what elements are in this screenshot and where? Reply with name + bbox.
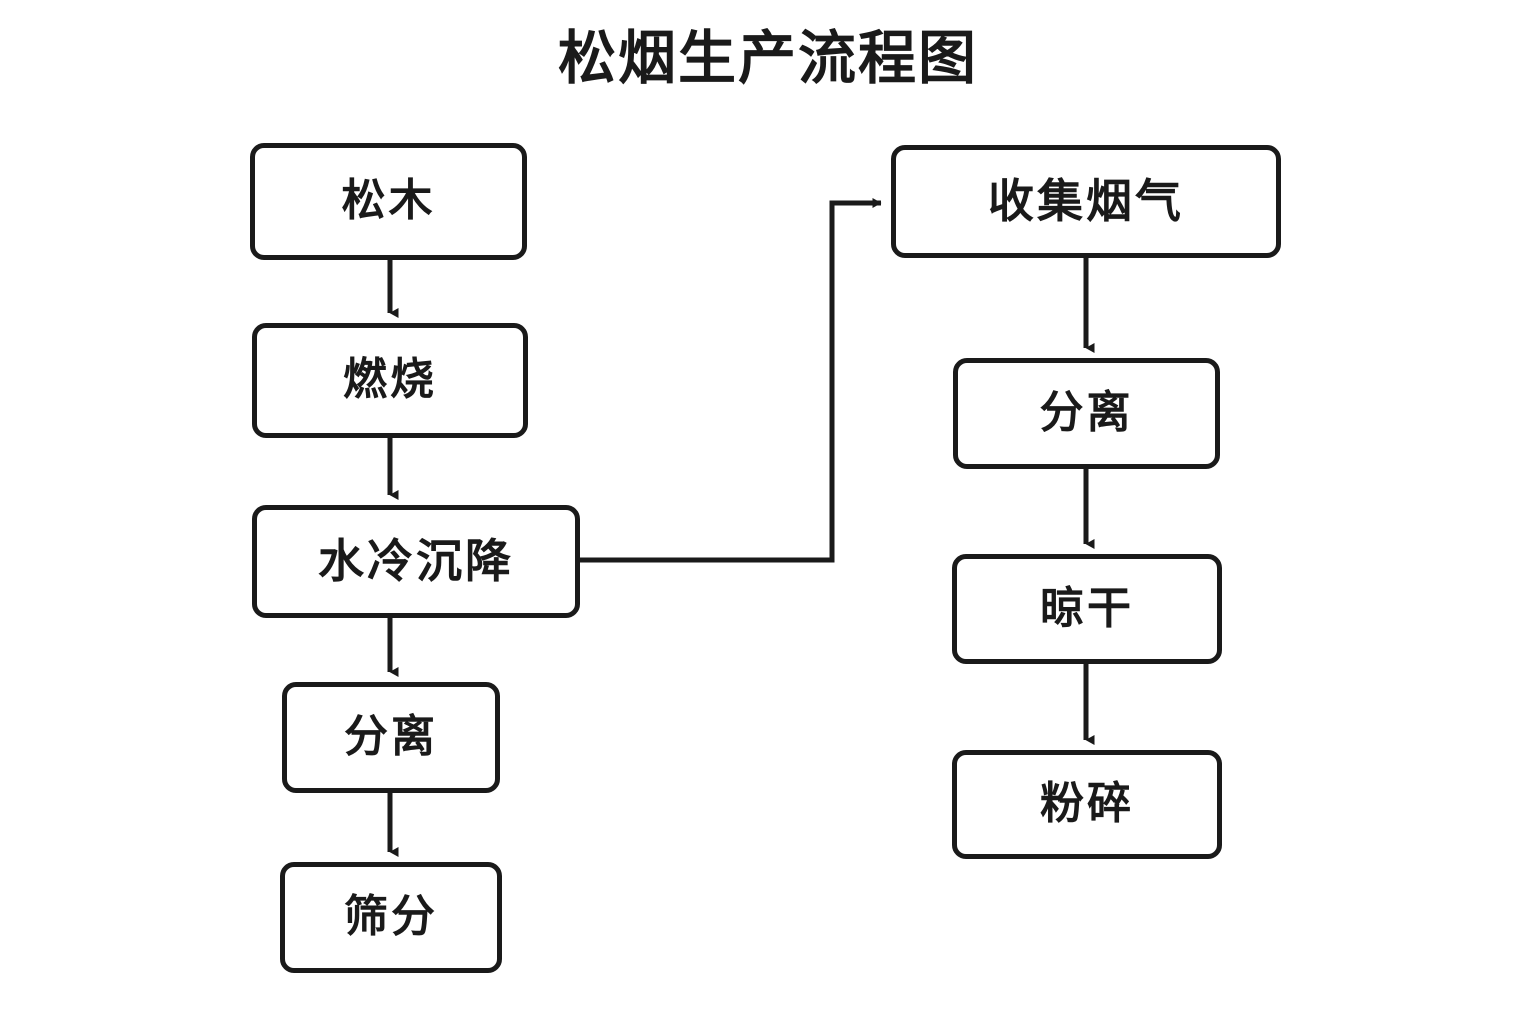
page-title: 松烟生产流程图	[557, 24, 978, 92]
node-label: 水冷沉降	[318, 534, 514, 589]
node-label: 粉碎	[1040, 778, 1134, 830]
node-label: 晾干	[1040, 582, 1134, 634]
edge-cooling-to-collect	[580, 198, 882, 563]
node-separation-right[interactable]: 分离	[953, 358, 1220, 469]
node-label: 分离	[344, 711, 438, 763]
node-collect-smoke[interactable]: 收集烟气	[891, 145, 1281, 258]
node-sieving[interactable]: 筛分	[280, 862, 502, 973]
node-label: 筛分	[344, 891, 438, 943]
node-label: 燃烧	[343, 354, 437, 406]
node-separation-left[interactable]: 分离	[282, 682, 500, 793]
node-water-cooling[interactable]: 水冷沉降	[252, 505, 580, 618]
node-label: 松木	[341, 175, 436, 227]
node-crushing[interactable]: 粉碎	[952, 750, 1222, 859]
node-burning[interactable]: 燃烧	[252, 323, 528, 438]
node-label: 收集烟气	[988, 174, 1184, 229]
node-air-drying[interactable]: 晾干	[952, 554, 1222, 664]
node-pine-wood[interactable]: 松木	[250, 143, 527, 260]
node-label: 分离	[1039, 387, 1134, 439]
